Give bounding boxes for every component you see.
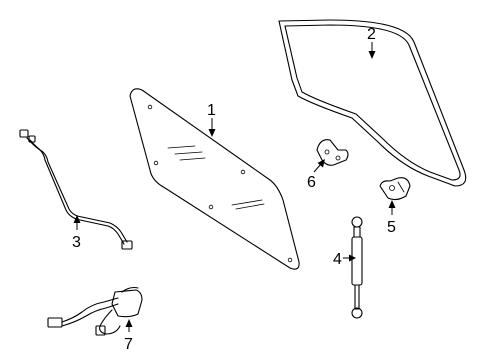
release-switch-assembly: [47, 286, 143, 336]
wire-harness: [19, 129, 133, 250]
liftgate-glass: [129, 88, 300, 270]
leader-lines: [73, 42, 396, 332]
latch-bracket: [379, 177, 411, 201]
gas-strut: [351, 216, 363, 319]
callout-5: 5: [387, 219, 396, 236]
callout-3: 3: [72, 234, 81, 251]
weatherstrip-seal: [278, 19, 467, 187]
callout-2: 2: [367, 26, 376, 43]
callout-4: 4: [333, 251, 342, 268]
callout-7: 7: [124, 336, 133, 353]
callout-6: 6: [307, 174, 316, 191]
hinge: [316, 139, 349, 166]
callout-1: 1: [207, 102, 216, 119]
